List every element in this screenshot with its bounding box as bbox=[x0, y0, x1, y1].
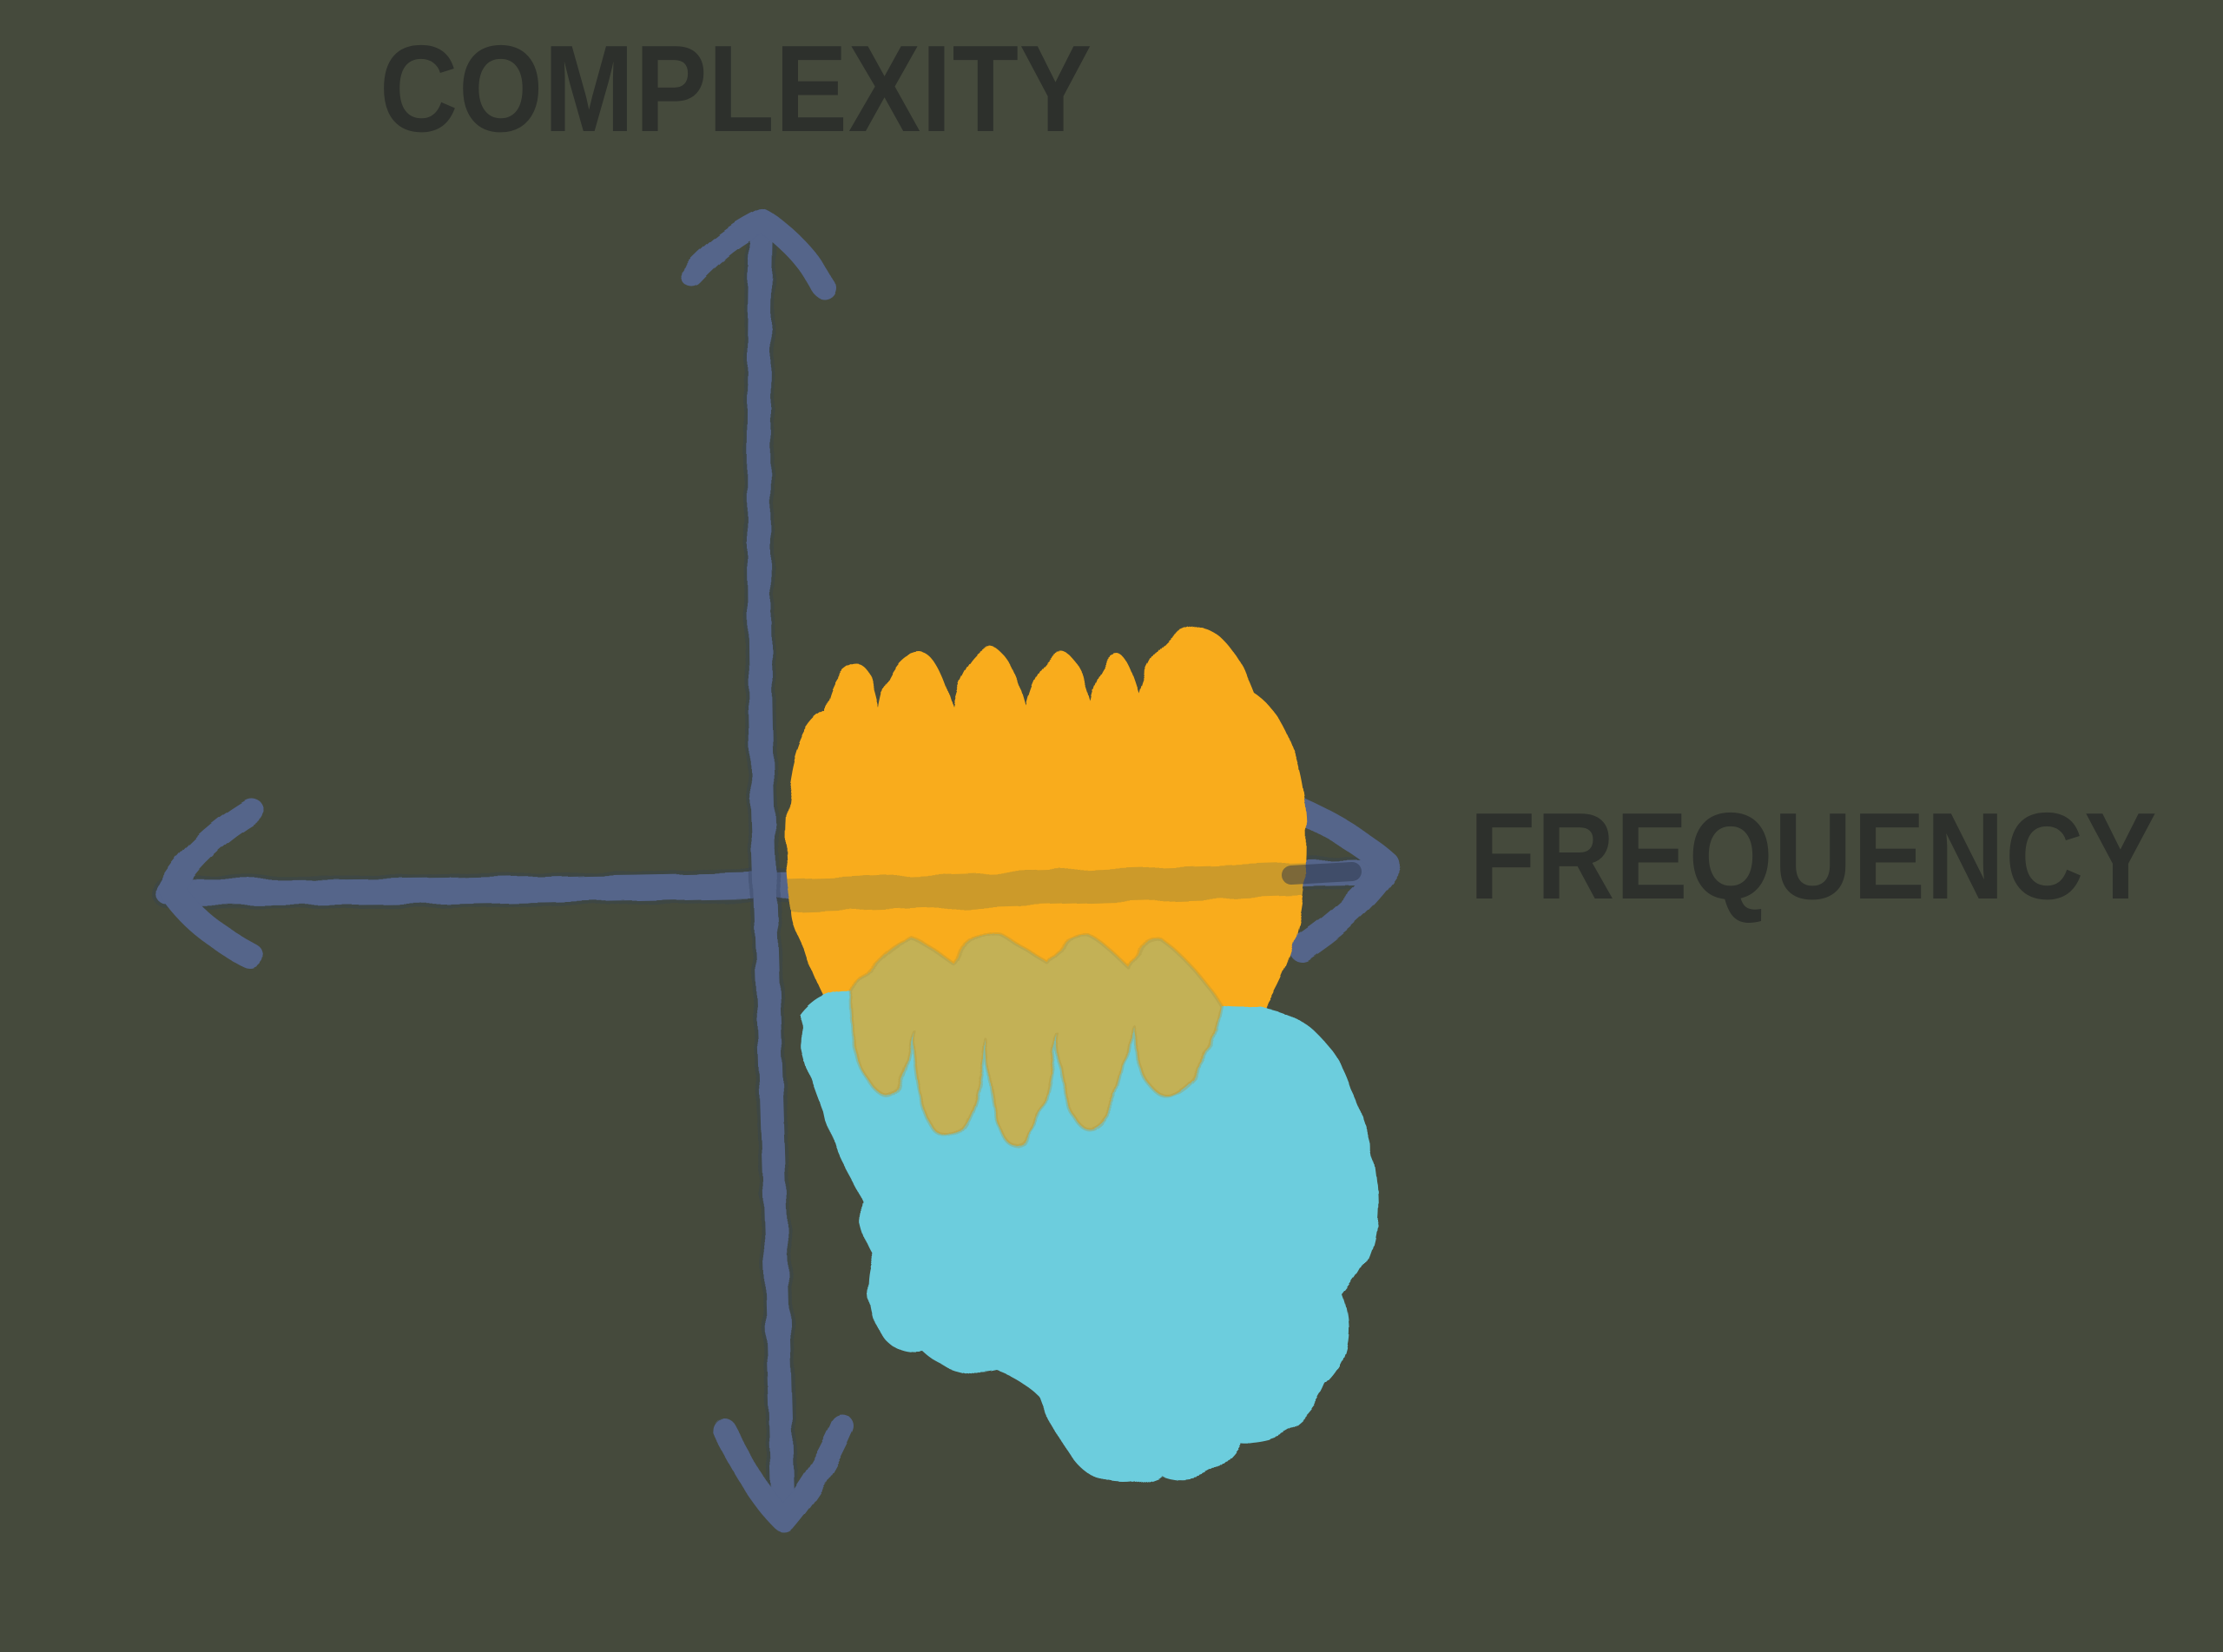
overlap-region bbox=[847, 931, 1224, 1148]
complexity-axis-line bbox=[747, 212, 795, 1527]
overlap-region-group bbox=[847, 931, 1224, 1148]
frequency-axis-label: FREQUENCY bbox=[1469, 787, 2158, 925]
complexity-axis-label: COMPLEXITY bbox=[379, 20, 1093, 158]
up-arrowhead-icon bbox=[679, 208, 836, 299]
down-arrowhead-icon bbox=[711, 1414, 854, 1533]
right-arrowhead-icon bbox=[1283, 796, 1401, 961]
axis-band-through-orange bbox=[785, 863, 1307, 912]
left-arrowhead-icon bbox=[157, 798, 264, 969]
axis-dark-segment bbox=[1282, 862, 1362, 885]
